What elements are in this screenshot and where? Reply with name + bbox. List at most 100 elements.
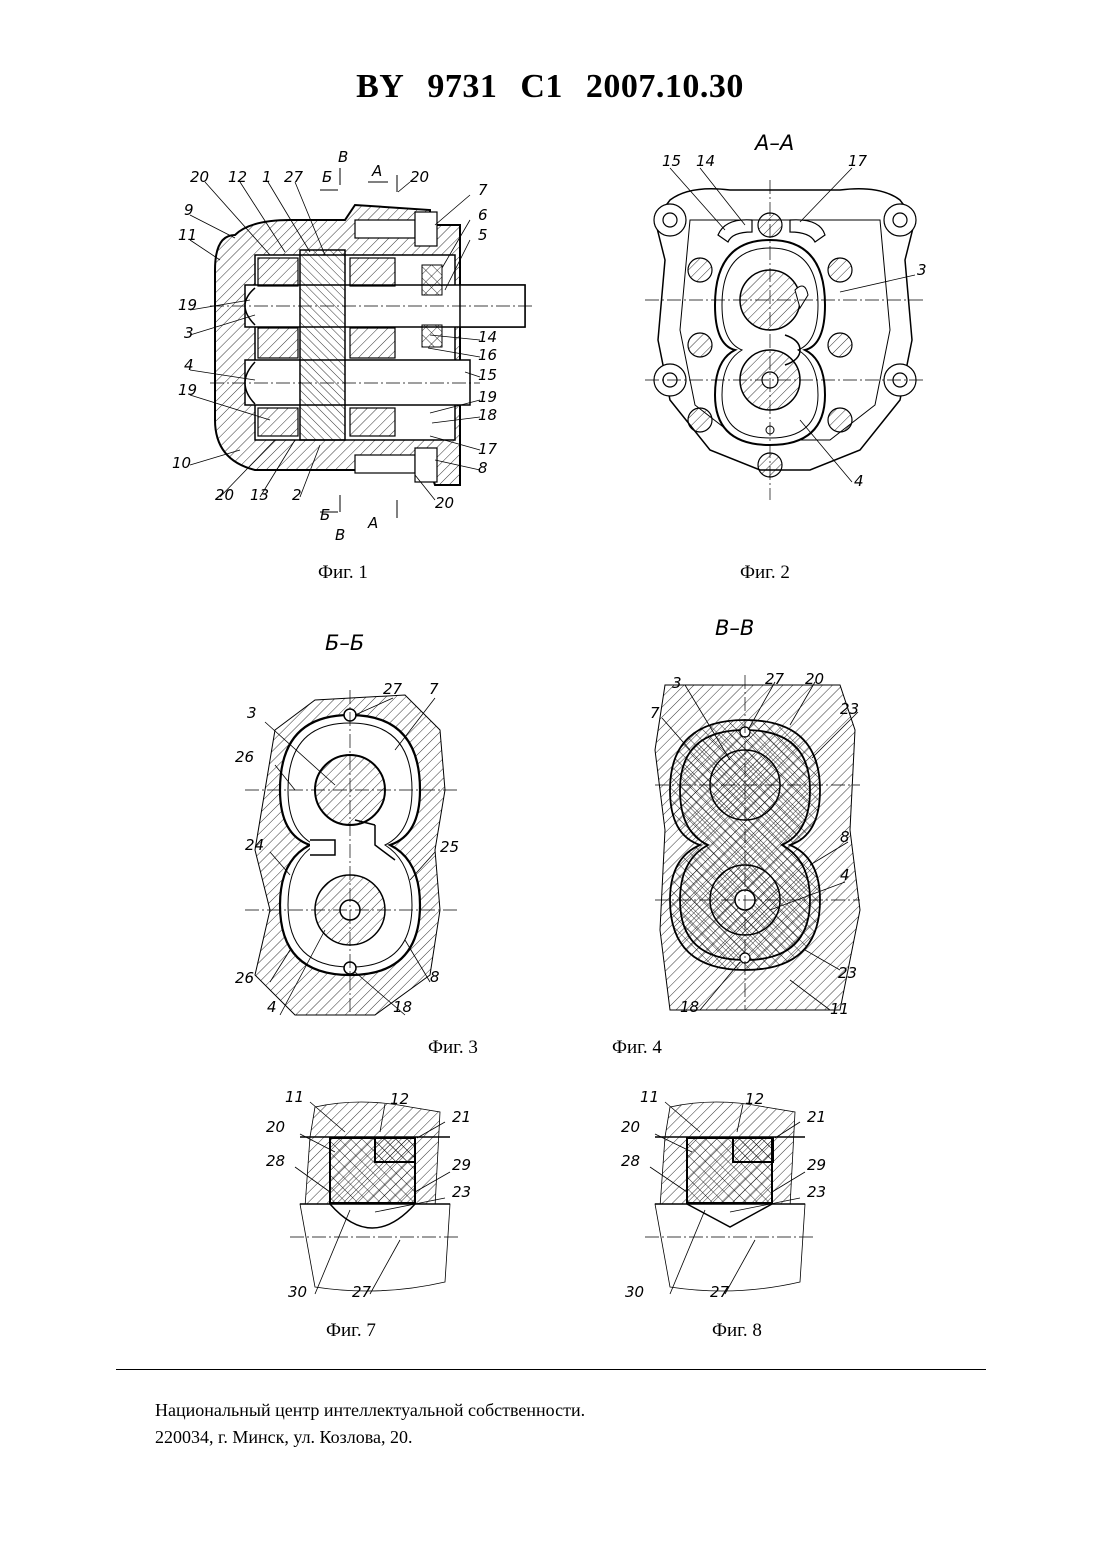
fig1-callout-15: 15	[478, 366, 497, 384]
fig8-callout-20: 20	[621, 1118, 640, 1136]
fig1-callout-20b: 20	[410, 168, 429, 186]
fig7-callout-28: 28	[266, 1152, 285, 1170]
fig4-callout-8: 8	[840, 828, 850, 846]
footer-address: 220034, г. Минск, ул. Козлова, 20.	[155, 1427, 413, 1448]
fig2-callout-15: 15	[662, 152, 681, 170]
fig1-callout-5: 5	[478, 226, 488, 244]
fig4-callout-4: 4	[840, 866, 850, 884]
fig1-callout-10: 10	[172, 454, 191, 472]
figure-4: В–В 3 27 20	[640, 610, 875, 1020]
fig3-callout-25: 25	[440, 838, 459, 856]
fig1-callout-1: 1	[262, 168, 272, 186]
fig8-callout-11: 11	[640, 1088, 659, 1106]
figure-3: Б–Б	[225, 620, 475, 1025]
fig4-callout-20: 20	[805, 670, 824, 688]
fig1-callout-18: 18	[478, 406, 497, 424]
fig8-callout-30: 30	[625, 1283, 644, 1301]
figure-3-drawing: Б–Б	[225, 620, 475, 1025]
fig1-callout-3: 3	[184, 324, 194, 342]
fig3-callout-7: 7	[429, 680, 439, 698]
country-code: BY	[356, 68, 404, 105]
fig2-callout-17: 17	[848, 152, 868, 170]
section-mark-b-bottom: Б	[320, 506, 330, 524]
figure-4-drawing: В–В 3 27 20	[640, 610, 875, 1020]
fig4-callout-3: 3	[672, 674, 682, 692]
fig1-callout-6: 6	[478, 206, 488, 224]
fig3-callout-24: 24	[245, 836, 264, 854]
fig8-callout-12: 12	[745, 1090, 764, 1108]
fig7-callout-11: 11	[285, 1088, 304, 1106]
fig2-callout-14: 14	[696, 152, 715, 170]
figure-1: В Б А Б В А	[160, 140, 540, 545]
fig3-callout-27: 27	[383, 680, 403, 698]
fig2-title: А–А	[753, 131, 794, 155]
fig1-callout-8: 8	[478, 459, 488, 477]
fig1-callout-19a: 19	[178, 296, 197, 314]
fig1-callout-19b: 19	[178, 381, 197, 399]
footer-divider	[116, 1369, 986, 1370]
patent-number: 9731	[427, 68, 497, 105]
fig2-callout-4: 4	[854, 472, 864, 490]
footer-organization: Национальный центр интеллектуальной собс…	[155, 1400, 585, 1421]
fig1-callout-7: 7	[478, 181, 488, 199]
figure-8-drawing: 11 12 21 20 28 29 23 30 27	[615, 1082, 845, 1307]
fig7-callout-23: 23	[452, 1183, 471, 1201]
fig1-callout-13: 13	[250, 486, 269, 504]
fig8-callout-23: 23	[807, 1183, 826, 1201]
section-mark-v-bottom: В	[335, 526, 345, 544]
fig7-callout-20: 20	[266, 1118, 285, 1136]
fig2-callout-3: 3	[917, 261, 927, 279]
figure-8: 11 12 21 20 28 29 23 30 27	[615, 1082, 845, 1307]
fig8-callout-28: 28	[621, 1152, 640, 1170]
fig1-callout-27: 27	[284, 168, 304, 186]
fig3-callout-18: 18	[393, 998, 412, 1016]
fig1-callout-17: 17	[478, 440, 498, 458]
section-mark-a-bottom: А	[367, 514, 378, 532]
section-mark-a-top: А	[371, 162, 382, 180]
figure-7: 11 12 21 20 28 29 23 30 27	[260, 1082, 490, 1307]
fig3-callout-26a: 26	[235, 748, 254, 766]
fig1-callout-20d: 20	[435, 494, 454, 512]
fig1-callout-2: 2	[292, 486, 302, 504]
fig8-callout-29: 29	[807, 1156, 826, 1174]
fig3-callout-26b: 26	[235, 969, 254, 987]
fig4-callout-18: 18	[680, 998, 699, 1016]
section-mark-v-top: В	[338, 148, 348, 166]
fig8-callout-21: 21	[807, 1108, 826, 1126]
fig1-callout-20a: 20	[190, 168, 209, 186]
fig4-callout-23b: 23	[838, 964, 857, 982]
fig7-callout-21: 21	[452, 1108, 471, 1126]
fig1-callout-16: 16	[478, 346, 497, 364]
fig3-callout-3: 3	[247, 704, 257, 722]
fig1-callout-12: 12	[228, 168, 247, 186]
fig1-callout-4: 4	[184, 356, 194, 374]
fig8-caption: Фиг. 8	[712, 1320, 762, 1342]
fig4-title: В–В	[715, 616, 754, 640]
fig3-callout-8: 8	[430, 968, 440, 986]
section-mark-b-top: Б	[322, 168, 332, 186]
fig8-callout-27: 27	[710, 1283, 730, 1301]
patent-kind: C1	[520, 68, 563, 105]
fig7-callout-12: 12	[390, 1090, 409, 1108]
figure-7-drawing: 11 12 21 20 28 29 23 30 27	[260, 1082, 490, 1307]
fig3-caption: Фиг. 3	[428, 1037, 478, 1059]
fig4-callout-11: 11	[830, 1000, 849, 1018]
fig3-callout-4: 4	[267, 998, 277, 1016]
fig7-caption: Фиг. 7	[326, 1320, 376, 1342]
fig7-callout-29: 29	[452, 1156, 471, 1174]
fig7-callout-30: 30	[288, 1283, 307, 1301]
fig2-caption: Фиг. 2	[740, 562, 790, 584]
fig1-caption: Фиг. 1	[318, 562, 368, 584]
fig1-callout-11: 11	[178, 226, 197, 244]
fig4-callout-23a: 23	[840, 700, 859, 718]
patent-header: BY 9731 C1 2007.10.30	[0, 68, 1100, 106]
fig1-callout-20c: 20	[215, 486, 234, 504]
fig4-callout-7: 7	[650, 704, 660, 722]
fig7-callout-27: 27	[352, 1283, 372, 1301]
fig1-callout-14: 14	[478, 328, 497, 346]
fig4-callout-27: 27	[765, 670, 785, 688]
fig1-callout-9: 9	[184, 201, 194, 219]
figure-2-drawing: А–А	[630, 130, 940, 510]
fig1-callout-19c: 19	[478, 388, 497, 406]
figure-2: А–А	[630, 130, 940, 510]
